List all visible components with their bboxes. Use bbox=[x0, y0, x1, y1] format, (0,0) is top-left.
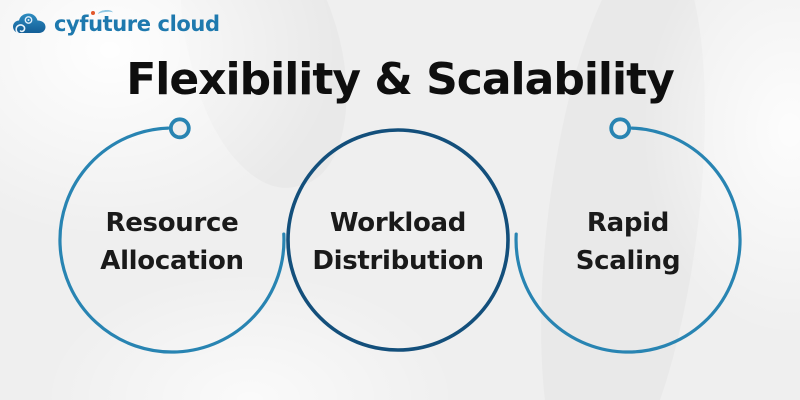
right-circle-endpoint-ring-icon bbox=[609, 117, 632, 140]
logo-brand-text: cyfuture cloud bbox=[54, 12, 220, 36]
workload-distribution-circle bbox=[286, 128, 510, 352]
resource-allocation-circle bbox=[58, 126, 286, 354]
rapid-scaling-circle bbox=[514, 126, 742, 354]
circle-label-workload-distribution: Workload Distribution bbox=[312, 208, 484, 276]
circle-label-rapid-scaling: Rapid Scaling bbox=[575, 208, 681, 276]
left-circle-endpoint-ring-icon bbox=[168, 117, 191, 140]
page-title: Flexibility & Scalability bbox=[126, 54, 675, 105]
logo: cyfuture cloud bbox=[12, 9, 220, 39]
cloud-logo-icon bbox=[13, 13, 46, 34]
circle-label-resource-allocation: Resource Allocation bbox=[100, 208, 244, 276]
logo-accent-dot-icon bbox=[91, 11, 95, 15]
